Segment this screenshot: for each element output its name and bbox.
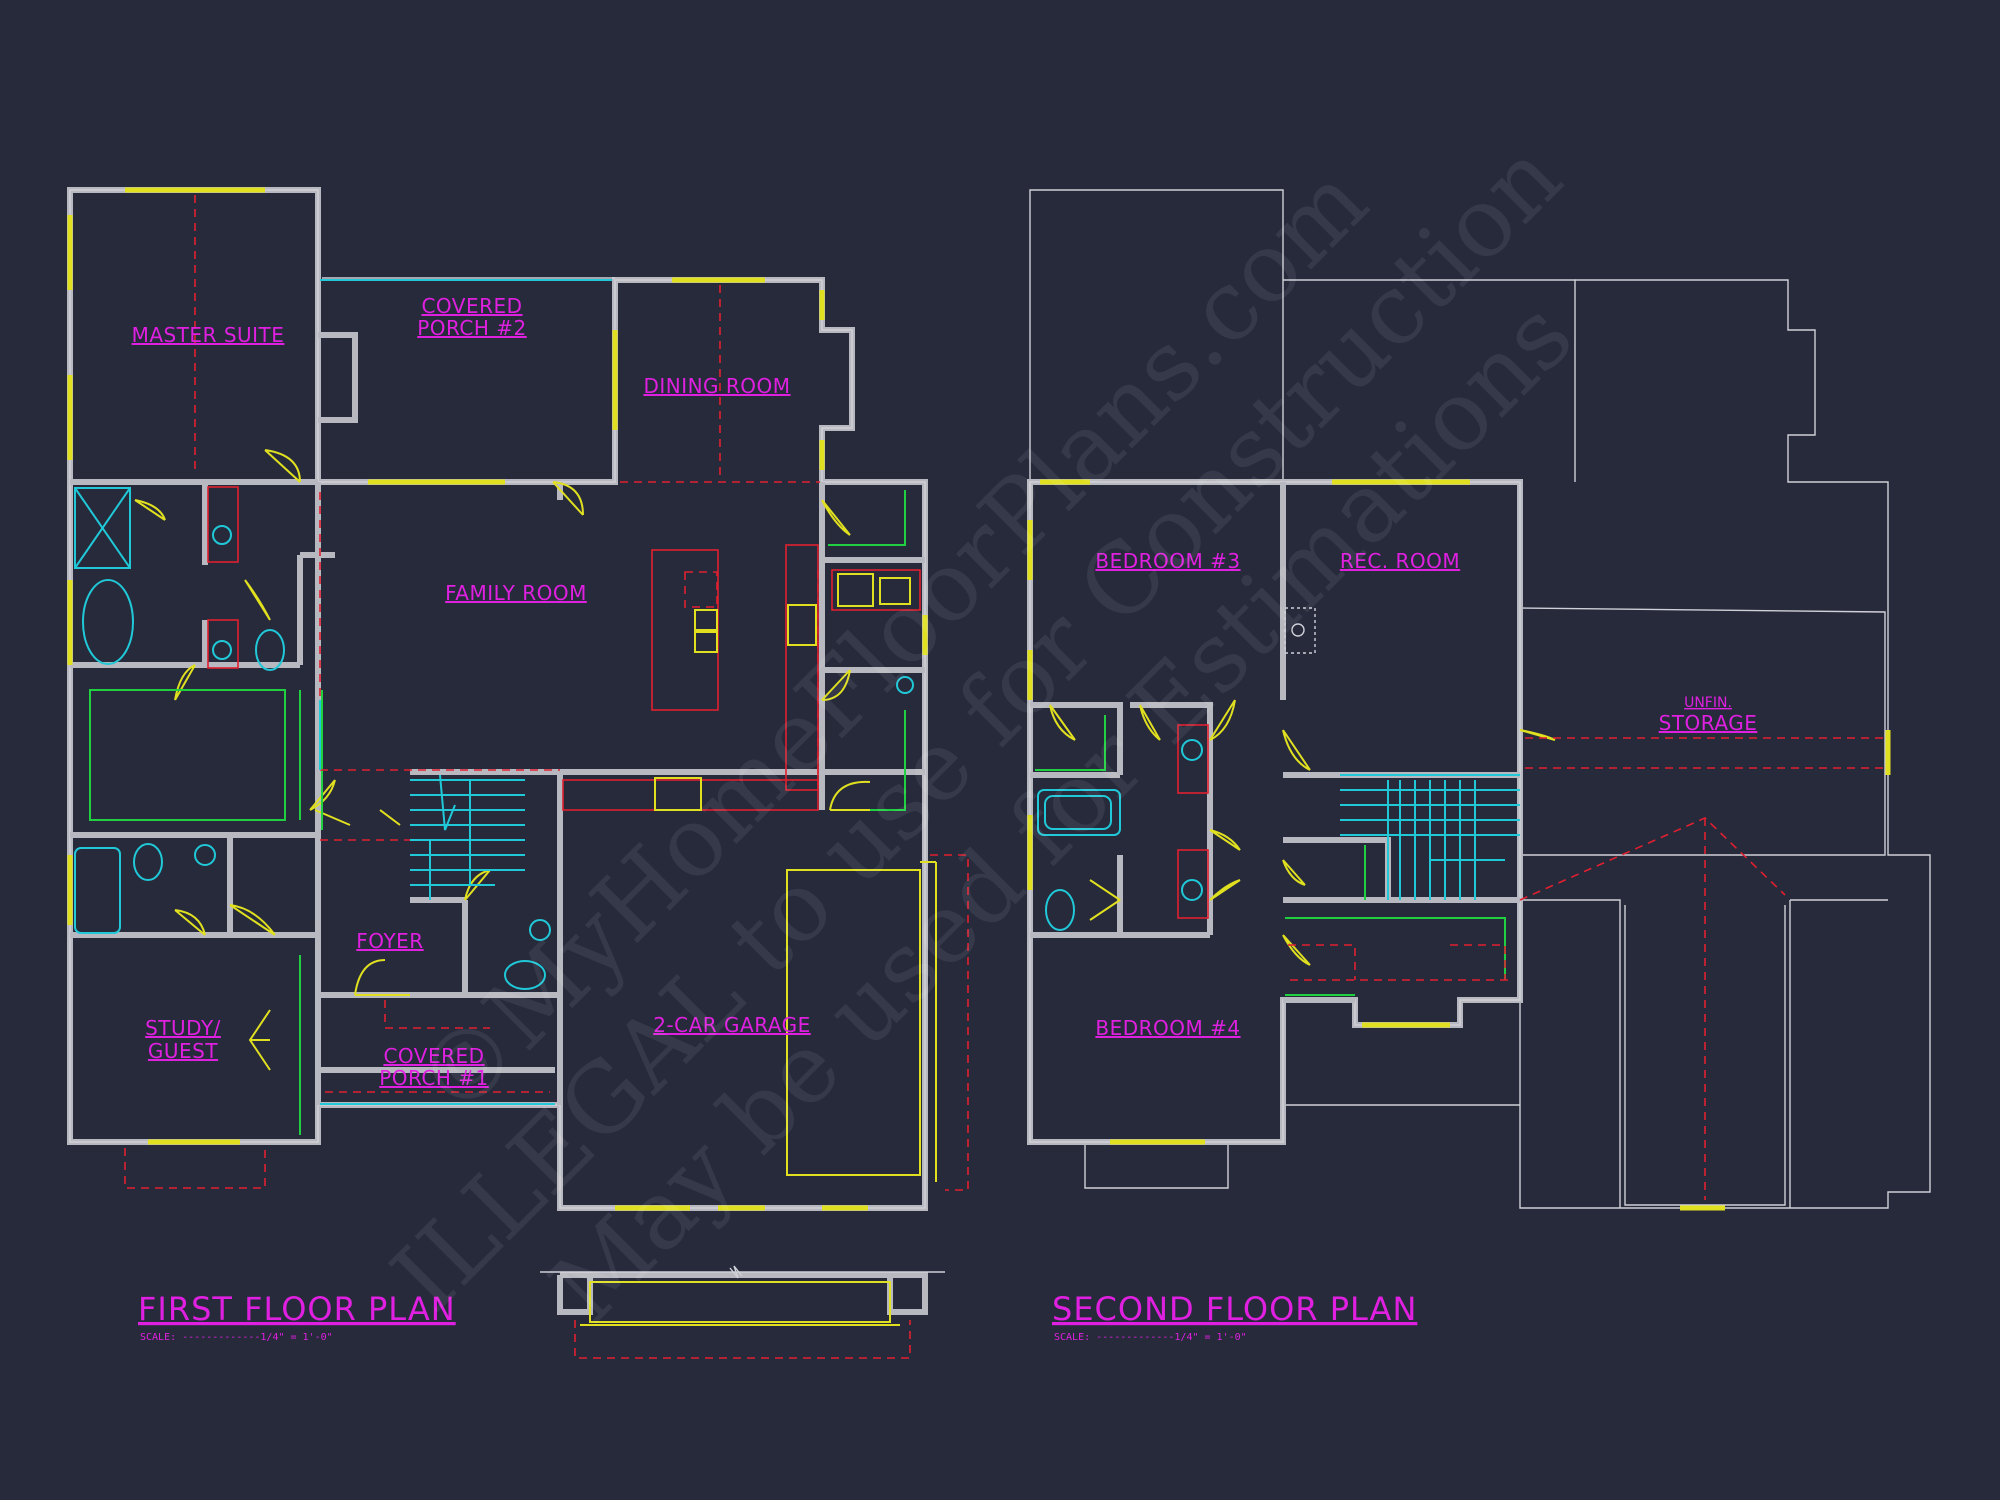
first-floor-windows — [67, 187, 928, 1211]
garage-details — [540, 861, 945, 1326]
second-floor-closets — [1035, 715, 1506, 996]
second-floor-plan: BEDROOM #3 REC. ROOM BEDROOM #4 UNFIN. S… — [1027, 189, 1931, 1343]
label-rec-room: REC. ROOM — [1340, 549, 1460, 573]
first-floor-scale: SCALE: -------------1/4" = 1'-0" — [140, 1332, 333, 1343]
label-study-line1: STUDY/ — [145, 1016, 221, 1040]
porch-lines — [319, 279, 612, 1105]
first-floor-stairs — [410, 774, 525, 900]
first-floor-closets — [89, 689, 323, 1135]
label-covered-porch-2-line2: PORCH #2 — [417, 316, 527, 340]
watermark: ©MyHomeFloorPlans.com ILLEGAL to use for… — [371, 121, 1594, 1344]
first-floor-dashed — [124, 195, 969, 1359]
first-floor-doors — [134, 449, 871, 1071]
watermark-line2: ILLEGAL to use for Construction — [371, 121, 1583, 1333]
second-floor-fixtures — [1037, 607, 1316, 931]
first-floor-kitchen — [562, 490, 921, 811]
second-floor-title: SECOND FLOOR PLAN — [1052, 1290, 1417, 1328]
second-floor-scale: SCALE: -------------1/4" = 1'-0" — [1054, 1332, 1247, 1343]
label-study-line2: GUEST — [148, 1039, 218, 1063]
first-floor-walls — [67, 187, 928, 1211]
first-floor-fixtures — [74, 486, 914, 990]
label-bedroom-3: BEDROOM #3 — [1095, 549, 1240, 573]
label-foyer: FOYER — [356, 929, 423, 953]
second-floor-stairs — [1340, 774, 1520, 900]
first-floor-title: FIRST FLOOR PLAN — [138, 1290, 456, 1328]
second-floor-labels: BEDROOM #3 REC. ROOM BEDROOM #4 UNFIN. S… — [1095, 549, 1758, 1040]
second-floor-windows — [1027, 479, 1891, 1211]
label-garage: 2-CAR GARAGE — [653, 1013, 811, 1037]
label-storage-line2: STORAGE — [1659, 711, 1758, 735]
label-family-room: FAMILY ROOM — [445, 581, 587, 605]
first-floor-labels: MASTER SUITE COVERED PORCH #2 DINING ROO… — [132, 294, 811, 1090]
first-floor-plan: MASTER SUITE COVERED PORCH #2 DINING ROO… — [67, 187, 969, 1359]
second-floor-dashed — [1288, 737, 1885, 1200]
label-covered-porch-1-line2: PORCH #1 — [379, 1066, 489, 1090]
label-covered-porch-1-line1: COVERED — [383, 1044, 484, 1068]
label-covered-porch-2-line1: COVERED — [421, 294, 522, 318]
label-storage-line1: UNFIN. — [1684, 695, 1732, 711]
label-bedroom-4: BEDROOM #4 — [1095, 1016, 1240, 1040]
label-master-suite: MASTER SUITE — [132, 323, 285, 347]
label-dining-room: DINING ROOM — [643, 374, 790, 398]
second-floor-doors — [1049, 699, 1556, 966]
roof-outline — [1029, 189, 1931, 1209]
